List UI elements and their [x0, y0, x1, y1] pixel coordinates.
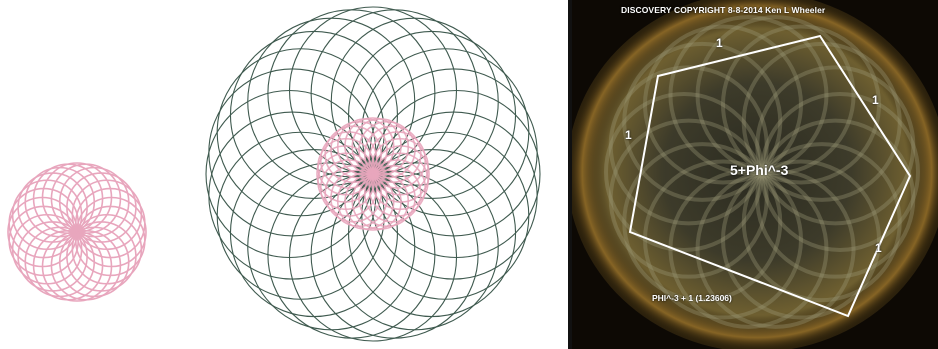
center-formula-label: 5+Phi^-3 [730, 162, 788, 178]
side-label-left: 1 [625, 128, 632, 142]
rosette-diagrams [0, 0, 568, 349]
left-diagram-panel [0, 0, 568, 349]
side-label-top: 1 [716, 36, 723, 50]
small-pink-rosette [8, 163, 146, 301]
right-photo-panel: DISCOVERY COPYRIGHT 8-8-2014 Ken L Wheel… [572, 0, 938, 349]
copyright-label: DISCOVERY COPYRIGHT 8-8-2014 Ken L Wheel… [621, 5, 825, 15]
side-label-lower-right: 1 [875, 241, 882, 255]
center-pink-rosette [317, 118, 429, 230]
bottom-formula-label: PHI^-3 + 1 (1.23606) [652, 293, 732, 303]
side-label-right: 1 [872, 93, 879, 107]
